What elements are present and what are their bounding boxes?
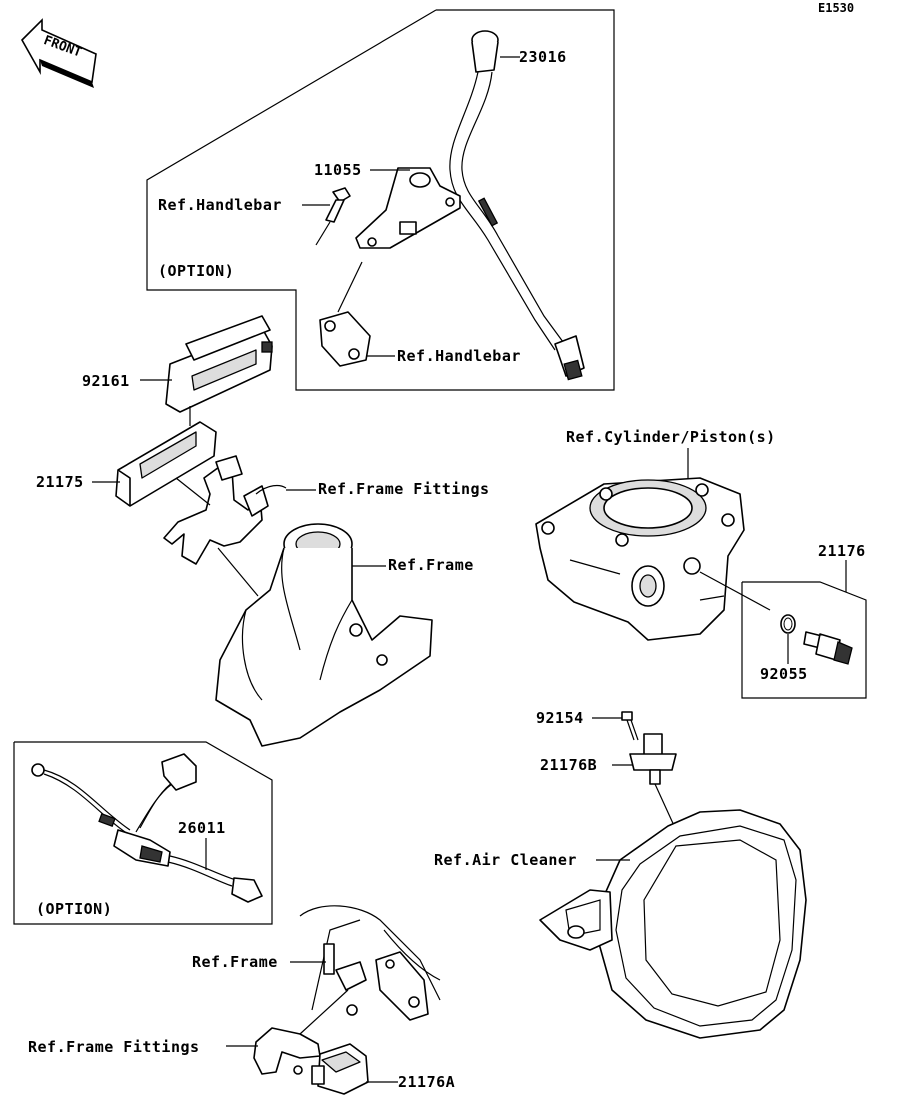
sensor-21176a-part	[311, 1043, 369, 1095]
temp-sensor-part	[803, 631, 853, 665]
oring-92055-part	[780, 614, 796, 634]
option-box-bottom	[13, 741, 273, 925]
label-ref-frame-1: Ref.Frame	[388, 556, 474, 574]
ecu-bracket-part	[163, 455, 287, 565]
label-ref-cylinder: Ref.Cylinder/Piston(s)	[566, 428, 776, 446]
label-ref-handlebar-1: Ref.Handlebar	[158, 196, 282, 214]
sensor-21176b-part	[629, 733, 677, 831]
label-ref-frame-fittings-1: Ref.Frame Fittings	[318, 480, 490, 498]
label-11055: 11055	[314, 161, 362, 179]
handlebar-switch-part	[449, 30, 585, 381]
label-92161: 92161	[82, 372, 130, 390]
bracket-11055-part	[355, 167, 461, 249]
label-ref-handlebar-2: Ref.Handlebar	[397, 347, 521, 365]
ecu-cover-92161-part	[165, 315, 273, 413]
label-21176b: 21176B	[540, 756, 597, 774]
label-option-1: (OPTION)	[158, 262, 234, 280]
label-26011: 26011	[178, 819, 226, 837]
handlebar-bolt-part	[315, 187, 351, 246]
label-21176: 21176	[818, 542, 866, 560]
front-arrow-icon: FRONT	[21, 18, 97, 88]
label-ref-frame-2: Ref.Frame	[192, 953, 278, 971]
screw-92154-part	[621, 711, 639, 741]
label-ref-air-cleaner: Ref.Air Cleaner	[434, 851, 577, 869]
sensor-bracket-part	[253, 989, 349, 1075]
label-23016: 23016	[519, 48, 567, 66]
option-box-top	[146, 9, 615, 391]
label-21175: 21175	[36, 473, 84, 491]
harness-26011-part	[31, 753, 263, 903]
frame-part	[215, 523, 433, 747]
label-option-2: (OPTION)	[36, 900, 112, 918]
label-92154: 92154	[536, 709, 584, 727]
label-ref-frame-fittings-2: Ref.Frame Fittings	[28, 1038, 200, 1056]
air-cleaner-part	[539, 809, 807, 1039]
label-92055: 92055	[760, 665, 808, 683]
sensor-box-21176	[741, 581, 867, 699]
ecu-21175-part	[115, 421, 217, 507]
diagram-code: E1530	[818, 1, 854, 15]
frame-lower-part	[299, 905, 441, 1021]
label-21176a: 21176A	[398, 1073, 455, 1091]
cylinder-part	[535, 477, 745, 641]
handlebar-clamp-part	[319, 261, 371, 367]
